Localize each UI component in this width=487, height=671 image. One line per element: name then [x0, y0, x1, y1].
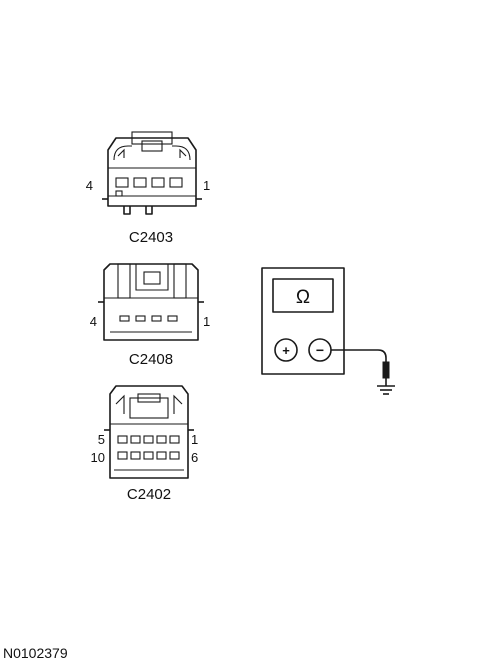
meter-body — [261, 267, 345, 375]
meter-plus-terminal — [274, 338, 298, 362]
figure-id: N0102379 — [3, 645, 68, 661]
c2408-pin-left-label: 4 — [90, 314, 97, 329]
meter-ohm-symbol: Ω — [296, 287, 310, 308]
ground-test-lead — [331, 349, 390, 386]
c2402-pin-right-top-label: 1 — [191, 432, 198, 447]
connector-c2403 — [102, 131, 202, 215]
c2408-pin-right-label: 1 — [203, 314, 210, 329]
ohmmeter — [261, 267, 345, 375]
meter-display — [272, 278, 334, 313]
meter-minus-symbol: − — [316, 342, 324, 358]
connector-c2408 — [98, 263, 204, 341]
c2402-label: C2402 — [127, 486, 171, 503]
connector-c2402 — [104, 385, 194, 479]
c2402-pin-left-top-label: 5 — [98, 432, 105, 447]
c2403-pin-right-label: 1 — [203, 178, 210, 193]
c2403-label: C2403 — [129, 229, 173, 246]
c2403-pin-left-label: 4 — [86, 178, 93, 193]
c2402-pin-right-bottom-label: 6 — [191, 450, 198, 465]
c2402-pin-left-bottom-label: 10 — [91, 450, 105, 465]
c2408-label: C2408 — [129, 351, 173, 368]
ground-icon — [377, 385, 395, 395]
meter-plus-symbol: + — [282, 343, 290, 358]
